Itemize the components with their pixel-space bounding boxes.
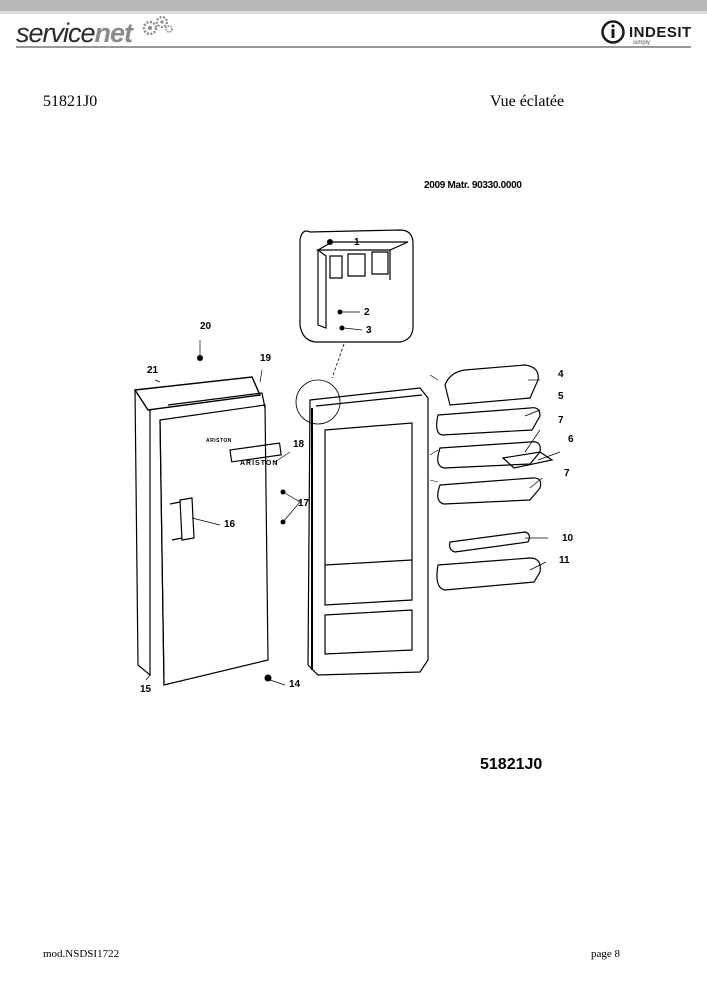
part-label: 2	[364, 307, 370, 318]
door-brand-badge: ARISTON	[240, 460, 279, 467]
brand-name: INDESIT	[629, 24, 692, 41]
part-label: 14	[289, 679, 301, 690]
part-label: 10	[562, 533, 574, 544]
part-label: 6	[568, 434, 574, 445]
footer-page-number: page 8	[591, 948, 621, 960]
brand-tagline: simply	[633, 40, 651, 46]
door-shelves	[436, 364, 554, 591]
servicenet-logo: servicenet	[16, 18, 133, 48]
part-label: 21	[147, 365, 159, 376]
door-brand-mark: ARISTON	[206, 438, 232, 444]
part-label: 7	[558, 415, 564, 426]
header-bar-shade	[0, 11, 707, 14]
model-code: 51821J0	[43, 93, 98, 110]
header-divider	[16, 46, 691, 48]
part-label: 15	[140, 684, 152, 695]
part-label: 16	[224, 519, 236, 530]
header-bar	[0, 0, 707, 11]
part-label: 17	[298, 498, 310, 509]
part-label: 20	[200, 321, 212, 332]
footer-doc-ref: mod.NSDSI1722	[43, 948, 120, 960]
part-label: 7	[564, 468, 570, 479]
model-code-large: 51821J0	[480, 756, 543, 773]
gears-icon	[142, 15, 173, 36]
detail-inset	[299, 229, 414, 343]
exploded-view-diagram	[133, 229, 561, 686]
part-label: 1	[354, 237, 360, 248]
part-label: 3	[366, 325, 372, 336]
inner-door-liner	[307, 387, 429, 676]
part-label: 4	[558, 369, 564, 380]
part-label: 18	[293, 439, 305, 450]
view-title: Vue éclatée	[490, 93, 565, 110]
matr-reference: 2009 Matr. 90330.0000	[424, 180, 522, 191]
part-label: 19	[260, 353, 272, 364]
part-label: 11	[559, 555, 570, 566]
indesit-logo-icon	[601, 20, 625, 44]
part-label: 5	[558, 391, 564, 402]
outer-door-panel	[133, 376, 282, 686]
